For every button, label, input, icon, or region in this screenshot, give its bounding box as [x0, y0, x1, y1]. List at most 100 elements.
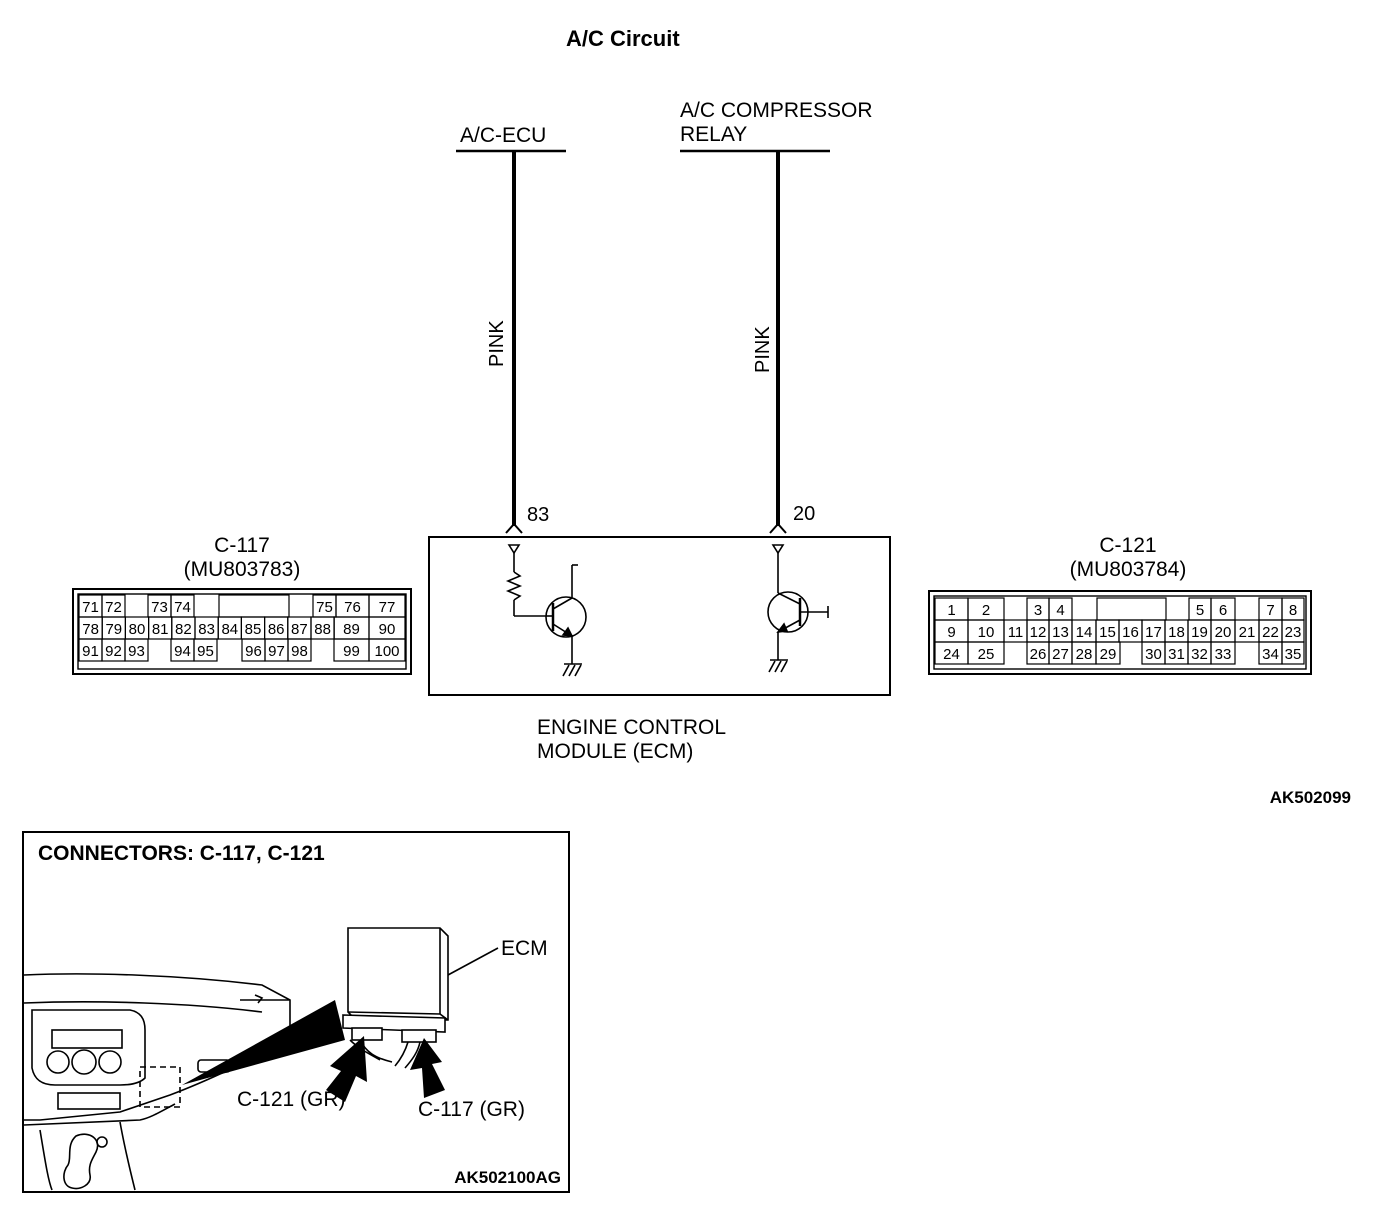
- c121-pin-11: 11: [1008, 624, 1024, 641]
- inset-c121-label: C-121 (GR): [237, 1088, 346, 1111]
- inset-figure-code: AK502100AG: [454, 1168, 561, 1187]
- c117-pin-99: 99: [343, 643, 360, 660]
- relay-label-line1: A/C COMPRESSOR: [680, 99, 873, 122]
- ecm-label-line1: ENGINE CONTROL: [537, 716, 726, 739]
- c117-pin-87: 87: [291, 621, 308, 638]
- c121-pin-26: 26: [1030, 646, 1047, 663]
- terminal-mark-left: [505, 522, 523, 534]
- c117-pin-91: 91: [82, 643, 99, 660]
- c121-pin-31: 31: [1168, 646, 1185, 663]
- c121-part-number: (MU803784): [1070, 558, 1187, 581]
- ecm-output-circuit-icon: [767, 544, 829, 673]
- ecm-leader-line: [447, 947, 499, 976]
- c121-pin-27: 27: [1052, 646, 1069, 663]
- c117-pin-81: 81: [152, 621, 169, 638]
- c117-pin-76: 76: [344, 599, 361, 616]
- c121-pin-12: 12: [1030, 624, 1047, 641]
- c117-pin-90: 90: [379, 621, 396, 638]
- c117-pin-cell: [287, 638, 312, 662]
- c117-arrow-icon: [410, 1038, 445, 1098]
- c121-pin-1: 1: [947, 602, 955, 619]
- c117-pin-83: 83: [198, 621, 215, 638]
- relay-label-line2: RELAY: [680, 123, 747, 146]
- c117-pin-85: 85: [245, 621, 262, 638]
- c117-pin-80: 80: [129, 621, 146, 638]
- c121-pin-25: 25: [978, 646, 995, 663]
- c121-pin-13: 13: [1052, 624, 1069, 641]
- c121-pin-14: 14: [1076, 624, 1093, 641]
- c121-pin-2: 2: [982, 602, 990, 619]
- pin-label-83: 83: [527, 504, 549, 526]
- c117-face: [77, 593, 407, 670]
- diagram-title: A/C Circuit: [566, 26, 680, 51]
- c121-pin-15: 15: [1099, 624, 1116, 641]
- c121-pin-9: 9: [947, 624, 955, 641]
- c121-arrow-icon: [326, 1036, 367, 1102]
- ecm-box: [428, 536, 891, 696]
- c121-pin-17: 17: [1145, 624, 1162, 641]
- c117-pin-97: 97: [268, 643, 285, 660]
- c121-pin-cell: [1210, 641, 1236, 665]
- c117-pin-92: 92: [105, 643, 122, 660]
- c121-pin-33: 33: [1215, 646, 1232, 663]
- c117-pin-cell: [124, 638, 149, 662]
- c121-pin-23: 23: [1285, 624, 1302, 641]
- c121-name: C-121: [1099, 534, 1156, 557]
- ecm-input-circuit-icon: [505, 544, 587, 677]
- c121-pin-35: 35: [1285, 646, 1302, 663]
- c121-pin-cell: [967, 641, 1005, 665]
- ac-ecu-label: A/C-ECU: [460, 124, 546, 147]
- c121-pin-29: 29: [1100, 646, 1117, 663]
- c121-pin-20: 20: [1215, 624, 1232, 641]
- c121-pin-21: 21: [1239, 624, 1256, 641]
- c117-name: C-117: [214, 534, 270, 557]
- c121-pin-cell: [1095, 641, 1121, 665]
- c121-pin-30: 30: [1145, 646, 1162, 663]
- c117-pin-100: 100: [374, 643, 399, 660]
- pin-label-20: 20: [793, 503, 815, 525]
- c121-pin-8: 8: [1289, 602, 1297, 619]
- c117-pin-95: 95: [197, 643, 214, 660]
- c121-pin-34: 34: [1262, 646, 1279, 663]
- c117-pin-84: 84: [221, 621, 238, 638]
- c117-pin-78: 78: [82, 621, 99, 638]
- c117-pin-71: 71: [82, 599, 99, 616]
- c117-pin-77: 77: [379, 599, 396, 616]
- location-pointer: [182, 1000, 345, 1085]
- c121-pin-16: 16: [1122, 624, 1139, 641]
- c117-pin-86: 86: [268, 621, 285, 638]
- c121-pin-24: 24: [943, 646, 960, 663]
- c121-pin-6: 6: [1219, 602, 1227, 619]
- ecm-unit-icon: [342, 927, 449, 1069]
- c117-pin-75: 75: [316, 599, 333, 616]
- figure-code-top: AK502099: [1270, 788, 1351, 807]
- c117-pin-88: 88: [314, 621, 331, 638]
- terminal-mark-right: [769, 522, 787, 534]
- c117-part-number: (MU803783): [184, 558, 301, 581]
- c117-pin-79: 79: [105, 621, 122, 638]
- wire-color-right: PINK: [752, 326, 774, 373]
- c117-pin-cell: [368, 638, 406, 662]
- c121-key-slot: [1096, 597, 1167, 621]
- c121-face: [933, 595, 1307, 670]
- c117-pin-98: 98: [291, 643, 308, 660]
- c121-pin-18: 18: [1168, 624, 1185, 641]
- c121-pin-28: 28: [1076, 646, 1093, 663]
- c117-pin-96: 96: [245, 643, 262, 660]
- c117-pin-93: 93: [128, 643, 145, 660]
- c117-pin-94: 94: [174, 643, 191, 660]
- inset-title: CONNECTORS: C-117, C-121: [38, 842, 325, 865]
- c121-outline: [928, 590, 1312, 675]
- connector-location-inset: [22, 831, 570, 1193]
- c117-pin-cell: [193, 638, 218, 662]
- c117-pin-89: 89: [343, 621, 360, 638]
- ecm-label-line2: MODULE (ECM): [537, 740, 693, 763]
- c121-pin-7: 7: [1266, 602, 1274, 619]
- c117-pin-73: 73: [151, 599, 168, 616]
- c121-pin-19: 19: [1191, 624, 1208, 641]
- c121-pin-32: 32: [1191, 646, 1208, 663]
- c117-outline: [72, 588, 412, 675]
